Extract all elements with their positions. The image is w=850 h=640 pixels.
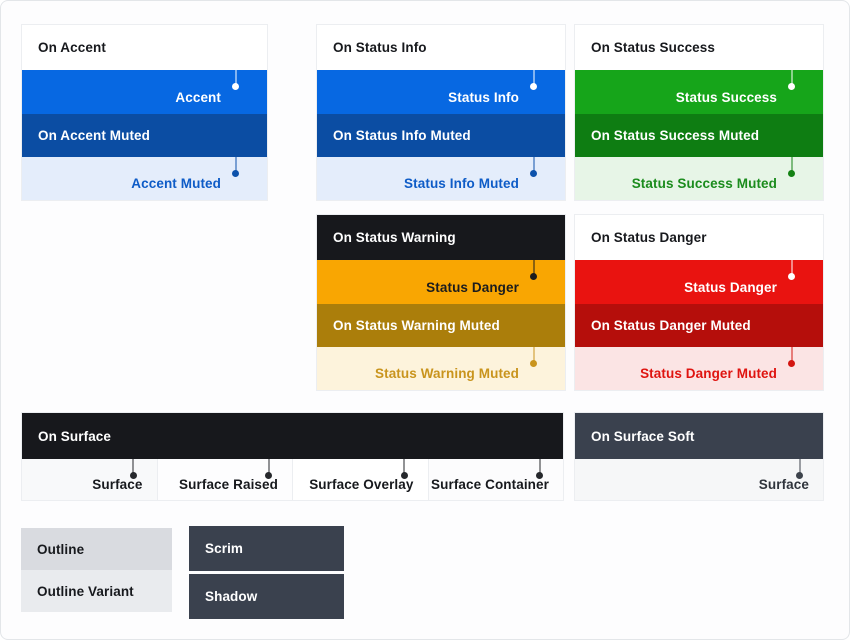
swatch-label: Status Danger — [684, 280, 777, 295]
pin-marker-icon — [530, 260, 537, 281]
swatch-label: Outline — [37, 541, 85, 557]
swatch-label: Surface Container — [431, 477, 549, 492]
swatch-on-surface-soft: On Surface Soft — [575, 413, 823, 459]
outline-token-block: Outline Outline Variant — [21, 528, 172, 612]
swatch-label: Outline Variant — [37, 583, 134, 599]
swatch-outline-variant: Outline Variant — [21, 570, 172, 612]
swatch-accent-muted: Accent Muted — [22, 157, 267, 200]
swatch-label: On Surface — [38, 428, 112, 444]
swatch-label: On Surface Soft — [591, 428, 695, 444]
swatch-label: Status Success — [675, 90, 777, 105]
pin-marker-icon — [788, 70, 795, 91]
swatch-surface: Surface — [22, 459, 157, 500]
card-status-info: On Status Info Status Info On Status Inf… — [316, 24, 566, 201]
card-status-info-title: On Status Info — [333, 40, 427, 55]
swatch-surface-container: Surface Container — [427, 459, 563, 500]
swatch-status-warning: Status Danger — [317, 260, 565, 304]
card-status-danger: On Status Danger Status Danger On Status… — [574, 214, 824, 391]
swatch-status-danger-muted: Status Danger Muted — [575, 347, 823, 390]
pin-marker-icon — [265, 459, 272, 480]
card-status-success: On Status Success Status Success On Stat… — [574, 24, 824, 201]
pin-marker-icon — [400, 459, 408, 480]
swatch-label: Surface — [92, 477, 143, 492]
swatch-label: Surface Raised — [179, 477, 278, 492]
swatch-label: On Accent Muted — [38, 128, 151, 143]
swatch-status-success-muted: Status Success Muted — [575, 157, 823, 200]
swatch-label: Status Danger Muted — [640, 366, 777, 381]
swatch-label: Status Info — [448, 90, 519, 105]
card-status-warning-header: On Status Warning — [317, 215, 565, 260]
swatch-label: Scrim — [205, 541, 244, 556]
card-accent: On Accent Accent On Accent Muted Accent … — [21, 24, 268, 201]
swatch-label: On Status Info Muted — [333, 128, 471, 143]
swatch-on-status-success-muted: On Status Success Muted — [575, 114, 823, 157]
card-status-danger-title: On Status Danger — [591, 230, 707, 245]
swatch-label: On Status Success Muted — [591, 128, 760, 143]
shade-token-block: Scrim Shadow — [189, 526, 344, 622]
swatch-label: Status Success Muted — [631, 176, 777, 191]
card-accent-header: On Accent — [22, 25, 267, 70]
swatch-on-accent-muted: On Accent Muted — [22, 114, 267, 157]
card-accent-title: On Accent — [38, 40, 106, 55]
card-status-danger-header: On Status Danger — [575, 215, 823, 260]
swatch-surface-overlay: Surface Overlay — [292, 459, 428, 500]
pin-marker-icon — [232, 157, 239, 178]
swatch-surface-soft-surface: Surface — [575, 459, 823, 500]
pin-marker-icon — [530, 347, 537, 368]
swatch-label: On Status Danger Muted — [591, 318, 751, 333]
swatch-status-info-muted: Status Info Muted — [317, 157, 565, 200]
pin-marker-icon — [232, 70, 239, 91]
card-status-success-header: On Status Success — [575, 25, 823, 70]
swatch-status-danger: Status Danger — [575, 260, 823, 304]
swatch-surface-raised: Surface Raised — [156, 459, 292, 500]
swatch-status-success: Status Success — [575, 70, 823, 114]
swatch-label: Status Warning Muted — [375, 366, 519, 381]
pin-marker-icon — [796, 459, 803, 480]
surface-segments: Surface Surface Raised Surface Overlay S… — [22, 459, 563, 500]
pin-marker-icon — [536, 459, 543, 480]
swatch-label: Status Danger — [426, 280, 519, 295]
surface-token-block: On Surface Surface Surface Raised Surfac… — [21, 412, 564, 501]
swatch-accent: Accent — [22, 70, 267, 114]
swatch-label: Status Info Muted — [404, 176, 519, 191]
card-status-warning: On Status Warning Status Danger On Statu… — [316, 214, 566, 391]
swatch-on-status-warning-muted: On Status Warning Muted — [317, 304, 565, 347]
swatch-label: Shadow — [205, 589, 258, 604]
pin-marker-icon — [788, 347, 795, 368]
swatch-status-warning-muted: Status Warning Muted — [317, 347, 565, 390]
swatch-label: Surface Overlay — [309, 477, 414, 492]
swatch-label: On Status Warning Muted — [333, 318, 500, 333]
pin-marker-icon — [788, 157, 795, 178]
card-status-warning-title: On Status Warning — [333, 230, 456, 245]
swatch-status-info: Status Info — [317, 70, 565, 114]
swatch-scrim: Scrim — [189, 526, 344, 571]
pin-marker-icon — [530, 157, 537, 178]
card-status-info-header: On Status Info — [317, 25, 565, 70]
pin-marker-icon — [129, 459, 137, 480]
card-status-success-title: On Status Success — [591, 40, 715, 55]
swatch-label: Accent — [175, 90, 221, 105]
swatch-label: Accent Muted — [131, 176, 221, 191]
pin-marker-icon — [530, 70, 537, 91]
swatch-on-surface: On Surface — [22, 413, 563, 459]
swatch-shadow: Shadow — [189, 574, 344, 619]
swatch-on-status-danger-muted: On Status Danger Muted — [575, 304, 823, 347]
swatch-outline: Outline — [21, 528, 172, 570]
swatch-label: Surface — [758, 477, 809, 492]
swatch-on-status-info-muted: On Status Info Muted — [317, 114, 565, 157]
surface-soft-token-block: On Surface Soft Surface — [574, 412, 824, 501]
pin-marker-icon — [788, 260, 795, 281]
